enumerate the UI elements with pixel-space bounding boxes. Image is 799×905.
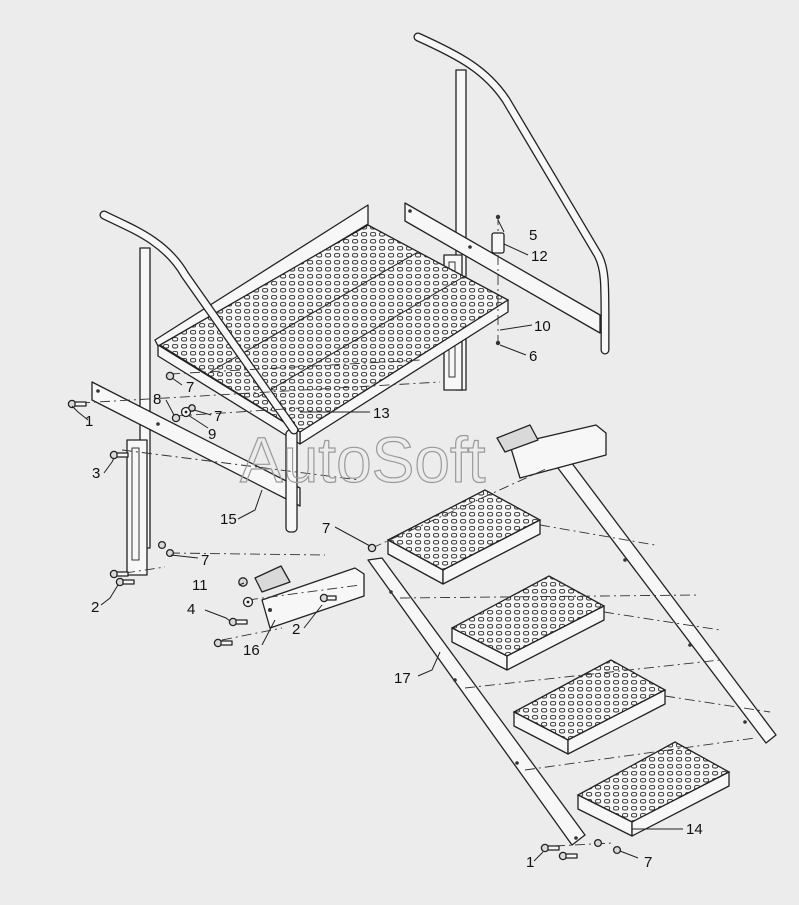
bolt-icon (67, 399, 87, 409)
callout-7: 7 (201, 552, 209, 569)
mount-bracket-part (261, 567, 365, 629)
nut-icon (165, 371, 175, 381)
callout-13: 13 (373, 405, 390, 422)
callout-10: 10 (534, 318, 551, 335)
hanging-bracket (126, 439, 148, 576)
bolt-icon (213, 638, 233, 648)
lower-mount-bracket (254, 565, 365, 629)
platform-assembly (91, 32, 610, 576)
callout-15: 15 (220, 511, 237, 528)
callout-17: 17 (394, 670, 411, 687)
bolt-icon (540, 843, 560, 853)
nut-icon (188, 404, 196, 412)
nut-icon (612, 845, 622, 855)
callout-2: 2 (292, 621, 300, 638)
callout-8: 8 (153, 391, 161, 408)
sleeve-part (491, 232, 505, 254)
callout-1: 1 (526, 854, 534, 871)
callout-14: 14 (686, 821, 703, 838)
front-frame-bar (91, 381, 301, 507)
bolt-icon (115, 577, 135, 587)
callout-16: 16 (243, 642, 260, 659)
callout-4: 4 (187, 601, 195, 618)
washer-icon (180, 406, 192, 418)
callout-1: 1 (85, 413, 93, 430)
bolt-icon (109, 450, 129, 460)
pin-assembly (491, 214, 505, 346)
bolt-icon (558, 851, 578, 861)
bolt-icon (319, 593, 337, 603)
bolt-icon (228, 617, 248, 627)
callout-labels: 1 1 2 2 3 4 5 6 7 7 7 7 7 8 9 10 11 12 1… (85, 227, 703, 871)
nut-icon (593, 838, 603, 848)
callout-6: 6 (529, 348, 537, 365)
callout-7: 7 (644, 854, 652, 871)
washer-icon (242, 596, 254, 608)
callout-12: 12 (531, 248, 548, 265)
callout-2: 2 (91, 599, 99, 616)
callout-11: 11 (192, 577, 208, 594)
nut-icon (171, 413, 181, 423)
assembly-lines (79, 359, 771, 847)
watermark-text: AutoSoft (240, 424, 486, 496)
callout-7: 7 (322, 520, 330, 537)
fasteners (67, 371, 622, 861)
leader-lines (71, 219, 683, 862)
nut-icon (157, 540, 167, 550)
stair-assembly (367, 424, 777, 846)
side-rail-bar (404, 202, 601, 334)
callout-7: 7 (186, 379, 194, 396)
nut-icon (367, 543, 377, 553)
callout-7: 7 (214, 408, 222, 425)
callout-9: 9 (208, 426, 216, 443)
callout-5: 5 (529, 227, 537, 244)
left-stringer (367, 557, 586, 846)
callout-3: 3 (92, 465, 100, 482)
top-bracket (509, 424, 607, 479)
bolt-icon (109, 569, 129, 579)
